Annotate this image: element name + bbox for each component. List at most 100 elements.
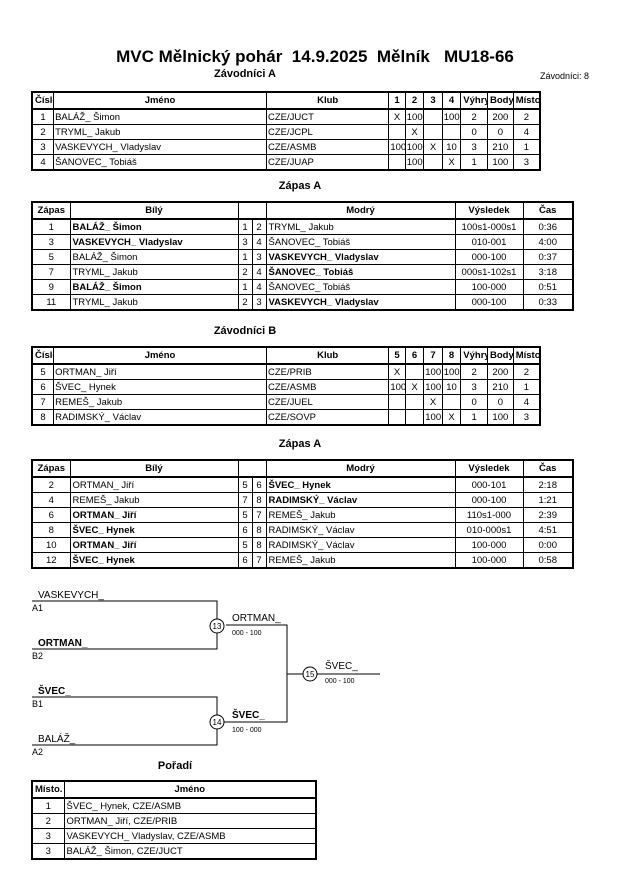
matches-b-heading: Zápas A — [278, 438, 322, 450]
white-competitor: BALÁŽ_ Šimon — [69, 218, 239, 235]
competitor-number: 3 — [31, 139, 55, 155]
semi1-top-name: VASKEVYCH_ — [38, 590, 104, 601]
col-header: Místo. — [512, 346, 541, 365]
match-time: 1:21 — [522, 492, 574, 508]
white-competitor: ORTMAN_ Jiří — [69, 476, 239, 493]
col-header: Zápas — [31, 201, 71, 220]
col-header: Body — [487, 91, 514, 110]
competitor-name: BALÁŽ_ Šimon — [53, 108, 267, 125]
match-result: 000-100 — [454, 492, 524, 508]
blue-competitor: RADIMSKÝ_ Václav — [265, 537, 456, 553]
semi1-top-seed: A1 — [32, 603, 43, 613]
place-cell: 4 — [512, 394, 541, 410]
competitor-number: 1 — [31, 108, 55, 125]
bracket-line-semi2-out — [217, 674, 288, 723]
match-score-cell — [404, 363, 425, 380]
blue-number: 3 — [251, 249, 267, 265]
match-score-cell — [388, 124, 406, 140]
final-score: 000 - 100 — [325, 678, 355, 685]
blue-number: 2 — [251, 218, 267, 235]
semi1-bottom-seed: B2 — [32, 651, 43, 661]
wins-cell: 2 — [460, 363, 488, 380]
match-number: 9 — [31, 279, 71, 295]
blue-competitor: RADIMSKÝ_ Václav — [265, 492, 456, 508]
match-number: 7 — [31, 264, 71, 280]
match-score-cell: 100 — [388, 139, 406, 155]
points-cell: 200 — [487, 363, 514, 380]
competitor-number: 8 — [31, 409, 55, 426]
competitor-club: CZE/ASMB — [265, 139, 390, 155]
match-score-cell — [423, 108, 443, 125]
col-header: Čas — [522, 201, 574, 220]
match-number: 12 — [31, 552, 71, 569]
match-time: 2:18 — [522, 476, 574, 493]
ranking-place: 3 — [31, 828, 65, 844]
match-score-cell — [423, 154, 443, 171]
match-score-cell: 100 — [388, 379, 406, 395]
group-a-heading: Závodníci A — [214, 68, 276, 80]
match-score-cell — [441, 394, 462, 410]
match-result: 100s1-000s1 — [454, 218, 524, 235]
competitor-club: CZE/JUEL — [265, 394, 390, 410]
wins-cell: 1 — [460, 154, 488, 171]
ranking-name: VASKEVYCH_ Vladyslav, CZE/ASMB — [63, 828, 317, 844]
blue-number: 7 — [251, 507, 267, 523]
match-score-cell: X — [404, 124, 425, 140]
points-cell: 0 — [487, 394, 514, 410]
match-score-cell: 100 — [404, 154, 425, 171]
col-header: 3 — [423, 91, 443, 110]
col-header: Jméno — [53, 346, 267, 365]
blue-competitor: VASKEVYCH_ Vladyslav — [265, 294, 456, 311]
blue-number: 4 — [251, 234, 267, 250]
points-cell: 100 — [487, 154, 514, 171]
match-score-cell: 100 — [441, 108, 462, 125]
white-number: 5 — [237, 476, 253, 493]
match-time: 4:00 — [522, 234, 574, 250]
semi2-score: 100 - 000 — [232, 727, 262, 734]
place-cell: 2 — [512, 363, 541, 380]
col-header: Výsledek — [454, 459, 524, 478]
match-result: 010-000s1 — [454, 522, 524, 538]
competitor-name: ŠANOVEC_ Tobiáš — [53, 154, 267, 171]
page-title: MVC Mělnický pohár 14.9.2025 Mělník MU18… — [116, 47, 514, 66]
competitor-number: 2 — [31, 124, 55, 140]
competitor-name: ORTMAN_ Jiří — [53, 363, 267, 380]
ranking-name: ORTMAN_ Jiří, CZE/PRIB — [63, 813, 317, 829]
blue-competitor: ŠANOVEC_ Tobiáš — [265, 264, 456, 280]
competitor-club: CZE/JCPL — [265, 124, 390, 140]
match-time: 0:51 — [522, 279, 574, 295]
match-score-cell: 100 — [404, 108, 425, 125]
blue-competitor: RADIMSKÝ_ Václav — [265, 522, 456, 538]
white-number: 7 — [237, 492, 253, 508]
match-number: 5 — [31, 249, 71, 265]
match-number-15: 15 — [306, 670, 315, 679]
match-result: 000s1-102s1 — [454, 264, 524, 280]
match-number: 2 — [31, 476, 71, 493]
match-number-14: 14 — [213, 718, 222, 727]
match-result: 110s1-000 — [454, 507, 524, 523]
blue-number: 4 — [251, 264, 267, 280]
col-header: Čas — [522, 459, 574, 478]
match-number: 8 — [31, 522, 71, 538]
matches-a-heading: Zápas A — [278, 180, 322, 192]
col-header: Jméno — [63, 780, 317, 799]
ranking-name: ŠVEC_ Hynek, CZE/ASMB — [63, 797, 317, 814]
col-header: Bílý — [69, 201, 239, 220]
place-cell: 1 — [512, 379, 541, 395]
col-header: 2 — [404, 91, 425, 110]
points-cell: 0 — [487, 124, 514, 140]
competitor-name: TRYML_ Jakub — [53, 124, 267, 140]
blue-number: 4 — [251, 279, 267, 295]
